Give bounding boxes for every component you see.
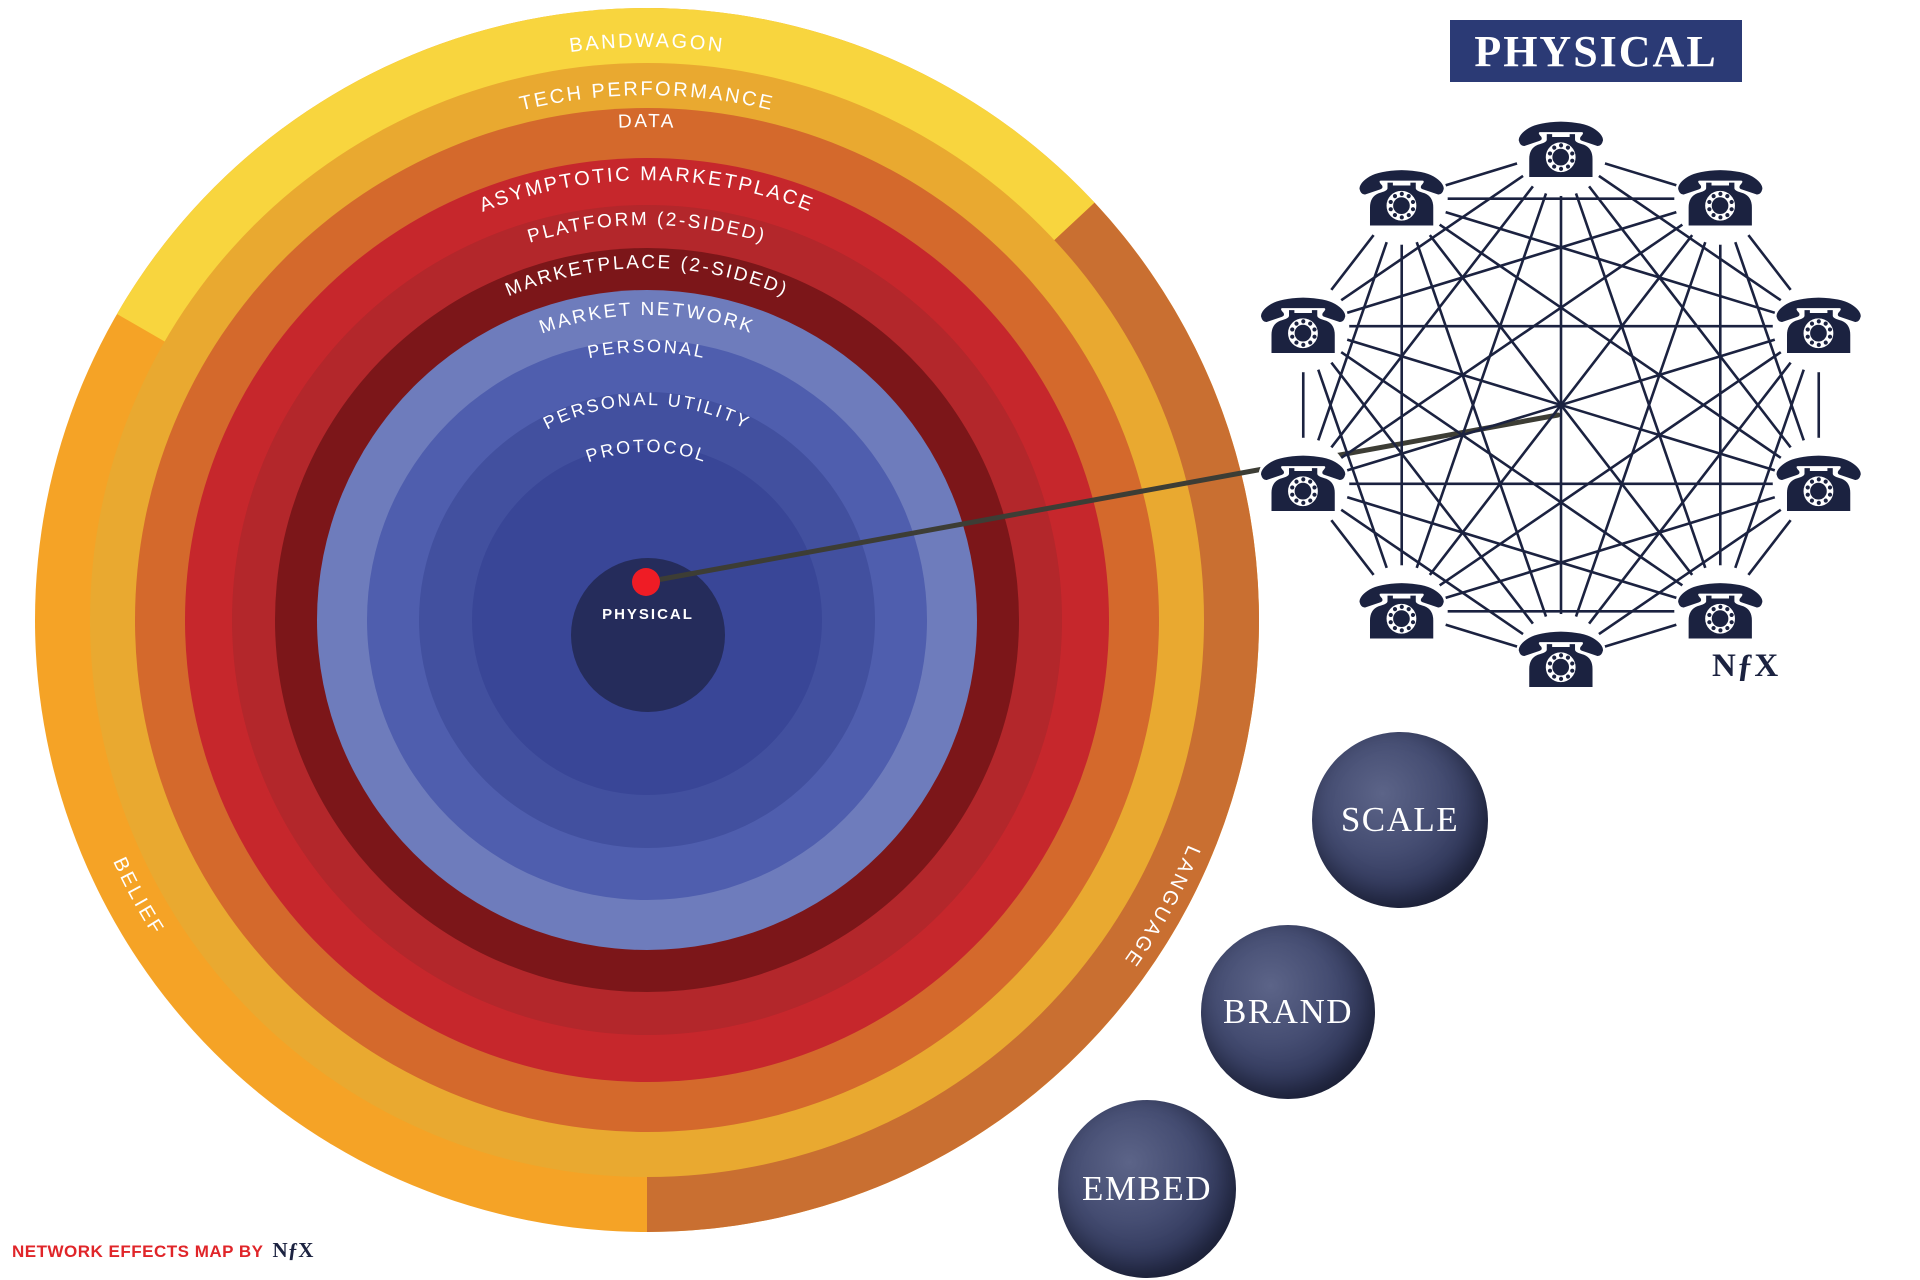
phone-halo <box>1355 152 1448 245</box>
credit-line: NETWORK EFFECTS MAP BY NƒX <box>12 1238 313 1263</box>
telephone-icon: ☎ <box>1256 282 1351 371</box>
ring-label-data: DATA <box>618 111 677 133</box>
phone-halo <box>1772 437 1865 530</box>
telephone-icon: ☎ <box>1514 106 1609 195</box>
sphere-brand: BRAND <box>1201 925 1375 1099</box>
credit-nfx-logo: NƒX <box>272 1238 314 1262</box>
nfx-logo: NƒX <box>1712 648 1780 684</box>
ring-label-physical: PHYSICAL <box>602 606 694 623</box>
telephone-icon: ☎ <box>1354 567 1449 656</box>
network-edge <box>1559 149 1820 485</box>
phone-halo <box>1355 565 1448 658</box>
phone-halo <box>1257 280 1350 373</box>
telephone-icon: ☎ <box>1514 616 1609 705</box>
telephone-icon: ☎ <box>1354 155 1449 244</box>
network-edge <box>1302 198 1403 485</box>
telephone-icon: ☎ <box>1771 440 1866 529</box>
physical-connector-line <box>643 412 1561 585</box>
telephone-icon: ☎ <box>1673 567 1768 656</box>
physical-banner: PHYSICAL <box>1450 20 1742 82</box>
telephone-icon: ☎ <box>1771 282 1866 371</box>
network-edge <box>1302 325 1563 661</box>
sphere-embed-label: EMBED <box>1082 1169 1212 1208</box>
network-edge <box>1302 325 1722 613</box>
sphere-embed: EMBED <box>1058 1100 1236 1278</box>
network-edge <box>1302 149 1563 485</box>
network-edge <box>1400 197 1722 613</box>
sphere-scale-label: SCALE <box>1340 800 1460 839</box>
phone-halo <box>1257 437 1350 530</box>
credit-text: NETWORK EFFECTS MAP BY <box>12 1242 264 1261</box>
network-edge <box>1401 197 1820 328</box>
network-edge <box>1400 198 1563 661</box>
sphere-scale: SCALE <box>1312 732 1488 908</box>
phone-halo <box>1515 614 1607 706</box>
sphere-brand-label: BRAND <box>1222 992 1354 1031</box>
network-edge <box>1302 197 1721 328</box>
network-edge <box>1302 482 1562 662</box>
physical-center-circle <box>571 558 725 712</box>
network-edge <box>1400 197 1820 485</box>
phone-halo <box>1674 152 1767 245</box>
phone-halo <box>1674 565 1767 658</box>
phone-halo <box>1515 104 1607 196</box>
network-edge <box>1302 325 1403 612</box>
physical-red-dot <box>632 568 660 596</box>
network-edge <box>1302 482 1721 613</box>
phone-network-graph: ☎☎☎☎☎☎☎☎☎☎ <box>1256 104 1866 706</box>
telephone-icon: ☎ <box>1256 440 1351 529</box>
phone-halo <box>1772 280 1865 373</box>
telephone-icon: ☎ <box>1673 155 1768 244</box>
network-edge <box>1559 325 1820 661</box>
network-edge <box>1401 482 1820 613</box>
